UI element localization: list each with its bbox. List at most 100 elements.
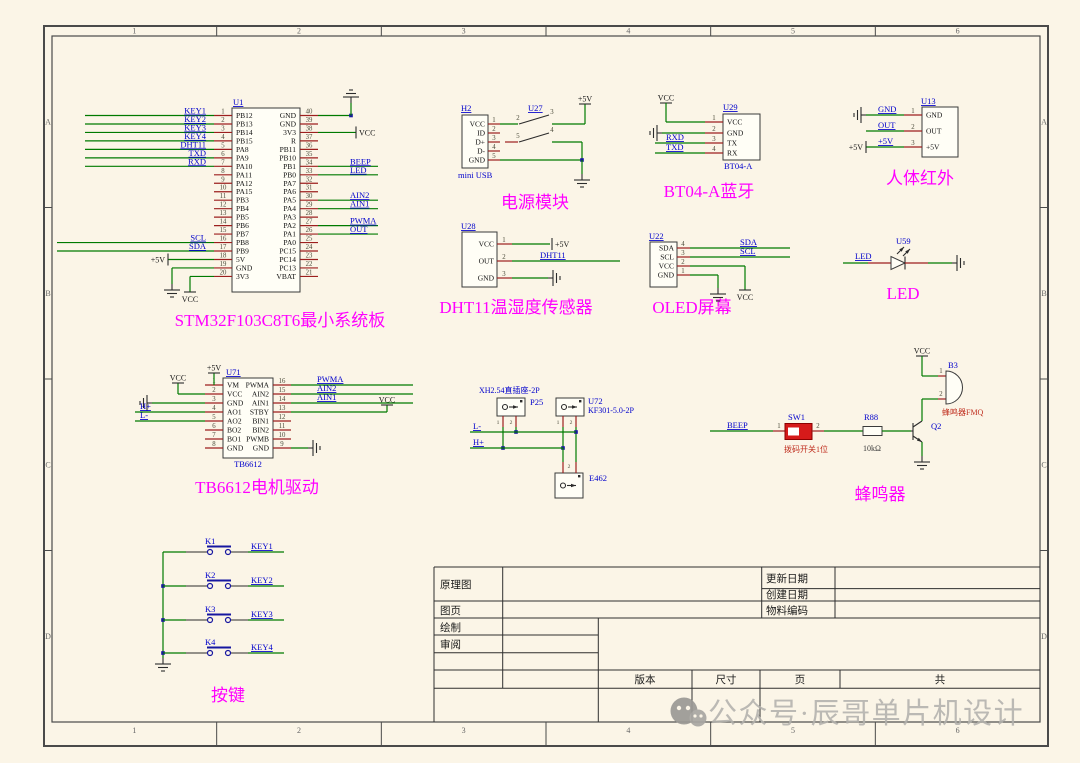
label-text: 15	[220, 227, 227, 234]
label-text: GND	[926, 111, 943, 120]
wechat-bubble-small	[689, 709, 707, 727]
label-text: 2	[681, 259, 685, 266]
wechat-eye	[693, 714, 697, 718]
label-text: +5V	[926, 143, 940, 152]
dip-switch-designator: SW1	[788, 412, 805, 422]
label-text: KEY2	[184, 114, 206, 124]
label-text: PA3	[283, 213, 296, 222]
label-text: 4	[492, 144, 496, 151]
power-rail-icon: VCC	[658, 94, 674, 104]
label-text: OUT	[878, 120, 896, 130]
label-text: 39	[306, 117, 313, 124]
label-text: VCC	[470, 120, 485, 129]
label-text: 9	[280, 441, 284, 448]
label-text: 24	[306, 244, 313, 251]
label-text: 3	[462, 726, 466, 735]
label-text: PA9	[236, 153, 249, 162]
label-text: L-	[140, 410, 148, 420]
label-text: BEEP	[350, 156, 371, 166]
label-text: GND	[280, 119, 297, 128]
power-rail-icon: +5V	[849, 141, 867, 153]
led-designator: U59	[896, 236, 911, 246]
keys-title: 按键	[211, 686, 245, 705]
wechat-icon	[670, 697, 707, 727]
label-text: BO1	[227, 435, 241, 444]
label-text: GND	[280, 111, 297, 120]
label-text: 13	[279, 405, 286, 412]
label-text: SCL	[190, 233, 206, 243]
label-text: PB8	[236, 238, 249, 247]
label-text: PB3	[236, 196, 249, 205]
button-contact	[224, 582, 232, 590]
label-text: LED	[350, 165, 367, 175]
led-title: LED	[886, 284, 919, 303]
label-text: OUT	[479, 257, 495, 266]
label-text: KEY3	[251, 609, 273, 619]
tb-page-label: 页	[795, 674, 806, 686]
label-text: 37	[306, 134, 313, 141]
label-text: SCL	[740, 246, 756, 256]
motor-body	[222, 377, 274, 459]
label-text: PA12	[236, 179, 253, 188]
label-text: VCC	[170, 374, 186, 383]
power-rail-icon: VCC	[182, 291, 198, 304]
label-text: 13	[220, 210, 227, 217]
label-text: PB13	[236, 119, 253, 128]
label-text: 2	[297, 726, 301, 735]
label-text: 10	[220, 185, 227, 192]
label-text: VM	[227, 381, 239, 390]
net-label-h-plus: H+	[473, 437, 484, 447]
net-label-l-minus: L-	[473, 421, 481, 431]
label-text: PB5	[236, 213, 249, 222]
power-rail-icon: +5V	[151, 253, 169, 266]
label-text: VCC	[914, 347, 930, 356]
bt-part-label: BT04-A	[724, 161, 753, 171]
label-text: 3	[681, 250, 685, 257]
label-text: 3V3	[283, 128, 296, 137]
label-text: 33	[306, 168, 313, 175]
tb-total-label: 共	[935, 674, 946, 686]
label-text: +5V	[207, 364, 222, 373]
label-text: TX	[727, 139, 738, 148]
label-text: 19	[220, 261, 227, 268]
label-text: PB10	[279, 153, 296, 162]
label-text: GND	[227, 399, 244, 408]
label-text: GND	[253, 444, 270, 453]
label-text: 2	[568, 464, 571, 470]
dip-switch-slider	[788, 427, 799, 436]
led-net-label: LED	[855, 251, 872, 261]
label-text: 3	[712, 136, 716, 143]
label-text: 6	[956, 726, 960, 735]
label-text: 14	[279, 396, 286, 403]
label-text: 1	[681, 268, 684, 275]
label-text: PB11	[280, 145, 297, 154]
label-text: 4	[550, 127, 554, 134]
label-text: GND	[469, 156, 486, 165]
label-text: 4	[712, 146, 716, 153]
label-text: GND	[236, 263, 253, 272]
label-text: 20	[220, 269, 227, 276]
label-text: 16	[279, 378, 286, 385]
label-text: K4	[205, 637, 216, 647]
label-text: GND	[658, 271, 675, 280]
arrow-head	[899, 247, 904, 252]
label-text: TXD	[666, 142, 683, 152]
button-contact	[206, 616, 214, 624]
label-text: VCC	[227, 390, 242, 399]
label-text: PA4	[283, 204, 296, 213]
label-text: 2	[516, 115, 520, 122]
bt-body	[722, 113, 761, 161]
label-text: PWMA	[350, 216, 377, 226]
transistor-collector	[912, 420, 923, 428]
dht-designator: U28	[461, 221, 476, 231]
label-text: AIN1	[350, 199, 369, 209]
tb-update-date-label: 更新日期	[766, 572, 808, 585]
label-text: +5V	[878, 136, 894, 146]
label-text: D-	[477, 147, 485, 156]
label-text: 2	[212, 387, 216, 394]
